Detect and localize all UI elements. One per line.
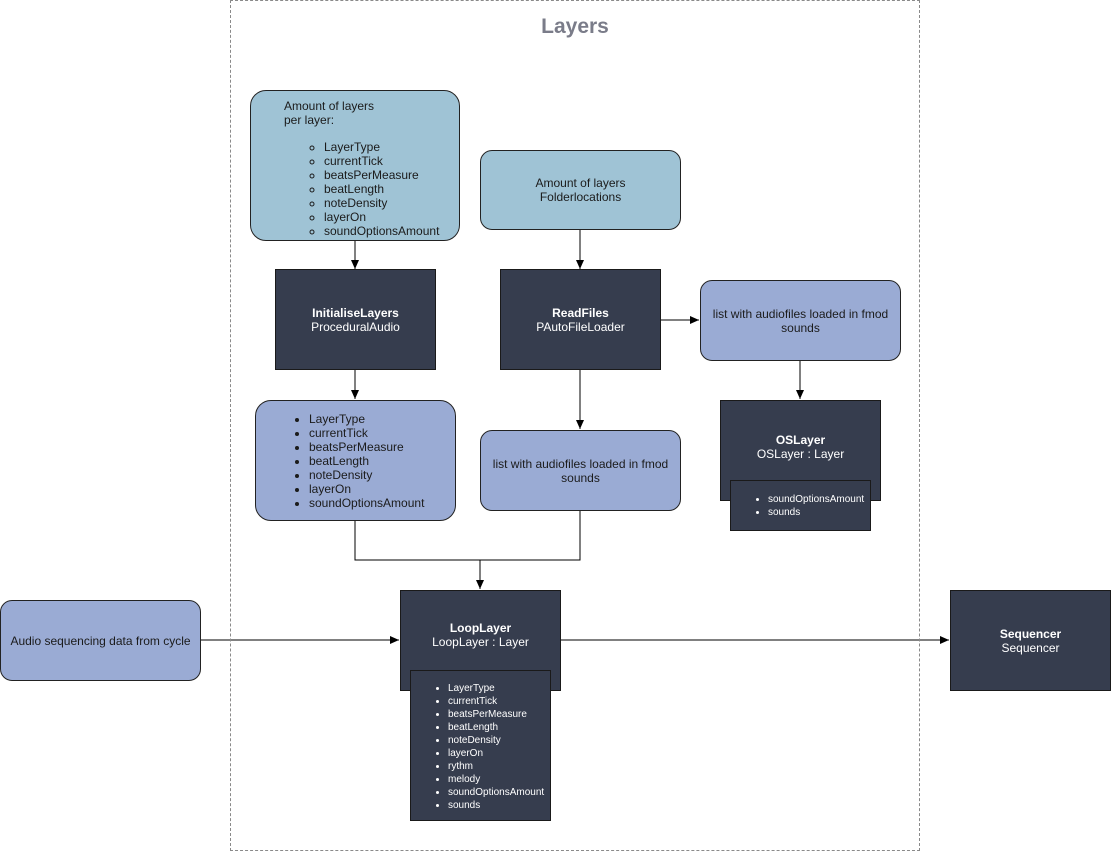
list-item: rythm [448, 760, 550, 773]
list-item: soundOptionsAmount [768, 493, 870, 506]
layers-config-title-line1: Amount of layers [284, 99, 375, 113]
list-item: noteDensity [324, 196, 459, 210]
layers-config-title-line2: per layer: [284, 113, 335, 127]
list-item: currentTick [324, 154, 459, 168]
initialise-layers-name: InitialiseLayers [312, 305, 399, 320]
layers-config-list: LayerType currentTick beatsPerMeasure be… [284, 140, 459, 238]
list-item: beatsPerMeasure [324, 168, 459, 182]
frame-title: Layers [541, 15, 609, 38]
layer-props-box: LayerType currentTick beatsPerMeasure be… [255, 400, 456, 521]
read-files-class: PAutoFileLoader [536, 319, 625, 334]
list-item: layerOn [324, 210, 459, 224]
os-layer-props: soundOptionsAmount sounds [730, 480, 871, 531]
list-item: layerOn [448, 747, 550, 760]
list-item: beatLength [448, 721, 550, 734]
list-item: layerOn [309, 482, 455, 496]
list-item: noteDensity [448, 734, 550, 747]
read-files-node: ReadFiles PAutoFileLoader [500, 269, 661, 370]
list-item: beatLength [309, 454, 455, 468]
layers-frame [230, 0, 920, 851]
loop-layer-props: LayerType currentTick beatsPerMeasure be… [410, 670, 551, 821]
audiofiles-list-center: list with audiofiles loaded in fmod soun… [480, 430, 681, 511]
audiofiles-list-right: list with audiofiles loaded in fmod soun… [700, 280, 901, 361]
folder-config-line1: Amount of layers [535, 176, 626, 190]
list-item: beatsPerMeasure [448, 708, 550, 721]
connector-audiolist-merge [480, 510, 581, 561]
list-item: beatLength [324, 182, 459, 196]
list-item: sounds [768, 506, 870, 519]
layers-config-title: Amount of layers per layer: [284, 99, 459, 127]
read-files-name: ReadFiles [552, 305, 609, 320]
list-item: currentTick [309, 426, 455, 440]
folder-config-box: Amount of layers Folderlocations [480, 150, 681, 230]
list-item: soundOptionsAmount [309, 496, 455, 510]
sequencer-name: Sequencer [999, 626, 1062, 641]
sequencer-class: Sequencer [1001, 640, 1060, 655]
os-layer-name: OSLayer [775, 432, 826, 447]
list-item: melody [448, 773, 550, 786]
layers-config-box: Amount of layers per layer: LayerType cu… [250, 90, 460, 241]
list-item: soundOptionsAmount [448, 786, 550, 799]
list-item: soundOptionsAmount [324, 224, 459, 238]
loop-layer-name: LoopLayer [449, 620, 512, 635]
loop-layer-class: LoopLayer : Layer [432, 634, 529, 649]
list-item: sounds [448, 799, 550, 812]
os-layer-props-list: soundOptionsAmount sounds [731, 493, 870, 519]
initialise-layers-class: ProceduralAudio [311, 319, 400, 334]
list-item: beatsPerMeasure [309, 440, 455, 454]
list-item: noteDensity [309, 468, 455, 482]
sequencer-node: Sequencer Sequencer [950, 590, 1111, 691]
audio-input-text: Audio sequencing data from cycle [10, 633, 191, 648]
list-item: LayerType [324, 140, 459, 154]
list-item: LayerType [309, 412, 455, 426]
list-item: currentTick [448, 695, 550, 708]
os-layer-class: OSLayer : Layer [756, 446, 845, 461]
layer-props-list: LayerType currentTick beatsPerMeasure be… [256, 412, 455, 510]
audiofiles-list-center-text: list with audiofiles loaded in fmod soun… [492, 456, 669, 485]
folder-config-line2: Folderlocations [539, 190, 622, 204]
audiofiles-list-right-text: list with audiofiles loaded in fmod soun… [712, 306, 889, 335]
audio-input-box: Audio sequencing data from cycle [0, 600, 201, 681]
initialise-layers-node: InitialiseLayers ProceduralAudio [275, 269, 436, 370]
loop-layer-props-list: LayerType currentTick beatsPerMeasure be… [411, 682, 550, 812]
list-item: LayerType [448, 682, 550, 695]
connector-props-merge [354, 520, 480, 561]
